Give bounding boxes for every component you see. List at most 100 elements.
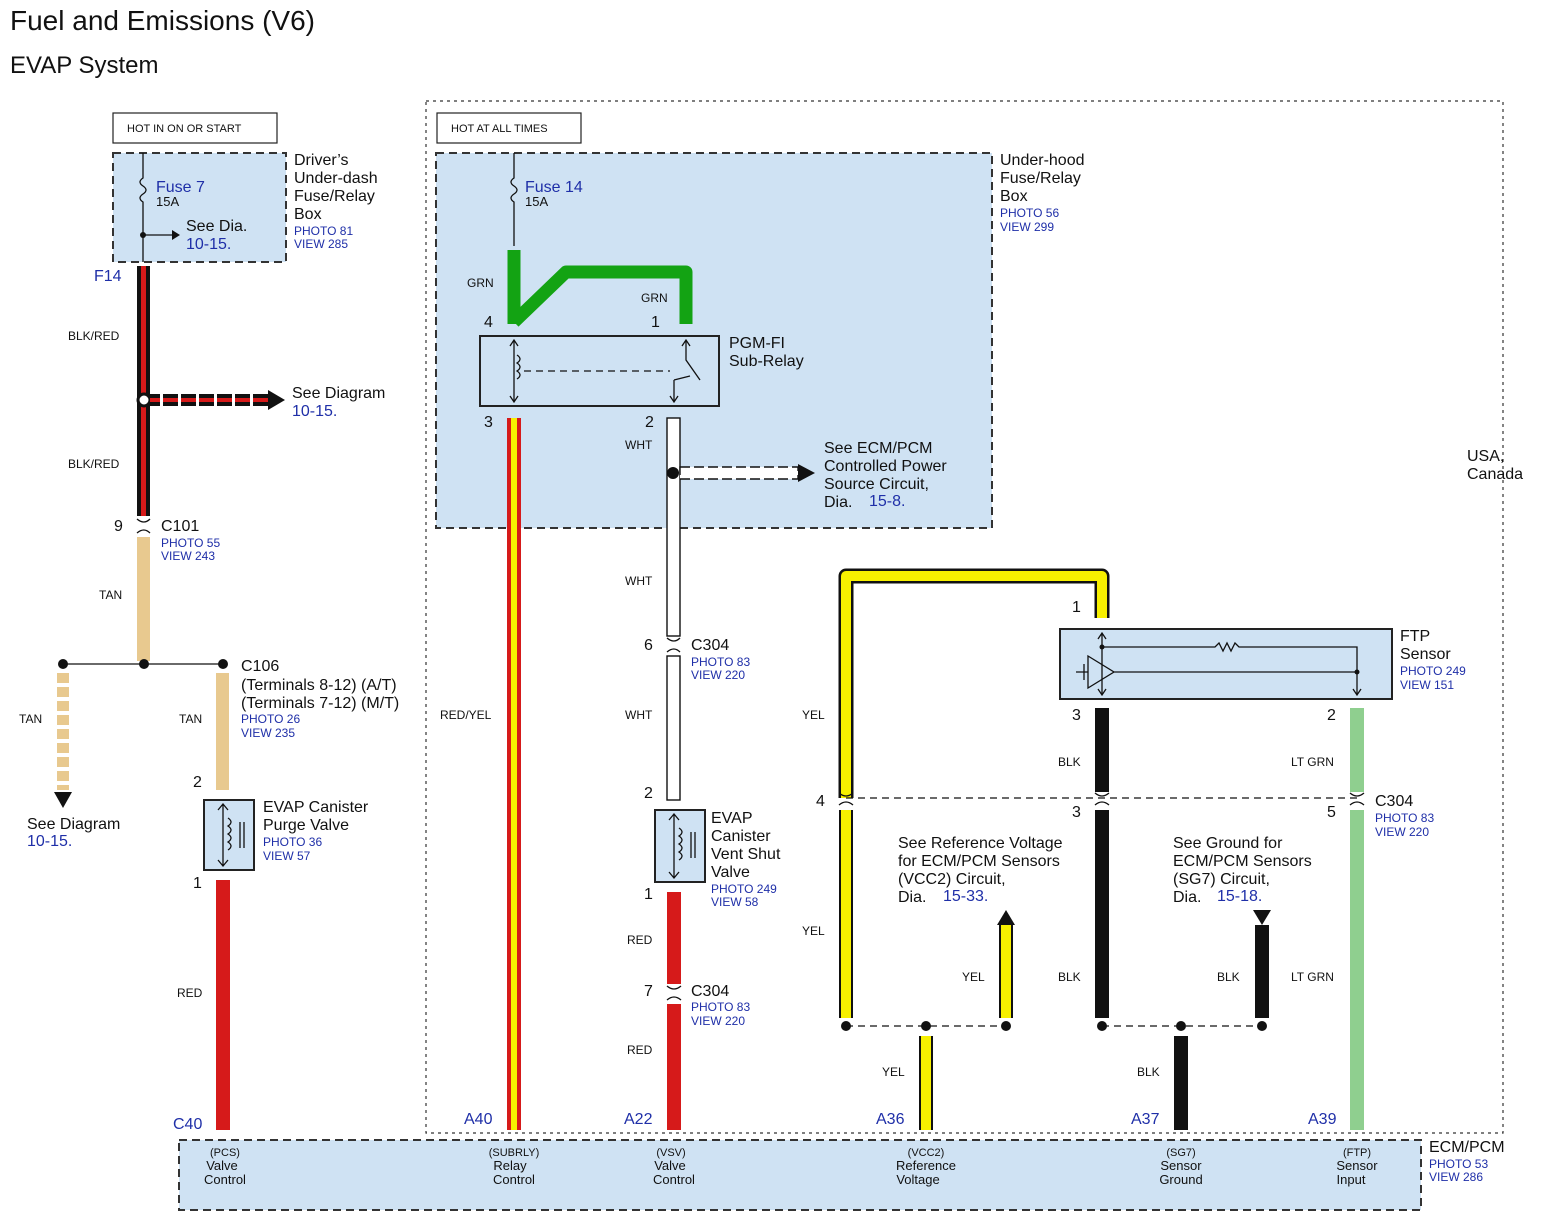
c304-a-name: C304 [691,637,729,654]
ftp-pin-3: 3 [1072,707,1081,724]
see-diagram-1: See Diagram [292,385,385,402]
blk-dot-left [1097,1021,1107,1031]
ftp-amplifier [1076,654,1357,690]
red-wire-vent-1 [667,892,681,984]
c101-view: VIEW 243 [161,549,215,563]
under-hood-photo: PHOTO 56 [1000,206,1059,220]
ecm-name: ECM/PCM [1429,1139,1505,1156]
wire-label-wht-2: WHT [625,574,653,588]
wire-label-tan-3: TAN [179,712,202,726]
ecm-terminal-code: (VSV) [656,1147,685,1159]
ecm-terminal-code: (VCC2) [908,1147,945,1159]
red-wire-vent-2 [667,1004,681,1130]
yel-vcc2-branch [1001,925,1011,1018]
ecm-terminal-a39: A39 (FTP) Sensor Input [1308,1111,1378,1187]
wht-splice [667,467,679,479]
fuse-14-amp: 15A [525,194,548,209]
c304-c-pin-5: 5 [1327,804,1336,821]
wire-label-grn-1: GRN [467,276,494,290]
wire-label-red-yel: RED/YEL [440,708,492,722]
hot-at-all-label: HOT AT ALL TIMES [451,123,548,135]
relay-pin-3: 3 [484,414,493,431]
ecm-terminal-code: (SG7) [1166,1147,1195,1159]
grn-wire [507,250,693,327]
c304-a-photo: PHOTO 83 [691,655,750,669]
vcc2-ref-link: 15-33. [943,888,988,905]
vent-valve-pin-bot: 1 [644,886,653,903]
blk-wire-ecm [1174,1036,1188,1130]
vcc2-arrow [997,910,1015,925]
wire-label-blk-3: BLK [1217,970,1240,984]
yel-wire-low [841,810,851,1018]
c304-b-connector [666,985,682,1001]
blk-sg7-branch [1255,925,1269,1018]
ecm-terminal-l1: Sensor [1160,1158,1202,1173]
purge-valve-arrows [217,802,229,868]
ecm-terminal-id: C40 [173,1116,202,1133]
blk-red-wire-stripe [141,266,146,516]
terminal-f14: F14 [94,268,122,285]
c304-c-photo: PHOTO 83 [1375,811,1434,825]
ftp-sensor [1059,628,1393,700]
wire-label-blk-red-2: BLK/RED [68,457,120,471]
c101-pin: 9 [114,518,123,535]
ecm-terminal-c40: C40 (PCS) Valve Control [173,1116,246,1187]
ecm-terminal-l1: Sensor [1336,1158,1378,1173]
ecm-terminal-id: A36 [876,1111,905,1128]
under-dash-fuse-box [112,152,287,263]
wht-branch [679,466,799,480]
tan-bus-dot-right [218,659,228,669]
tan-branch-arrow [54,792,72,808]
ftp-pin-1: 1 [1072,599,1081,616]
c304-a-pin: 6 [644,637,653,654]
c304-c-name: C304 [1375,793,1413,810]
c106-line2: (Terminals 8-12) (A/T) [241,677,397,694]
blk-red-splice [136,392,152,408]
purge-valve-core [239,822,245,848]
purge-valve-coil [226,817,232,851]
wire-label-ltgrn-2: LT GRN [1291,970,1334,984]
ecm-terminal-l2: Ground [1159,1172,1202,1187]
relay-switch [669,338,701,404]
under-dash-view: VIEW 285 [294,237,348,251]
hot-at-all-box [436,112,582,144]
blk-red-branch-stripe [150,398,268,402]
blk-dot-right [1257,1021,1267,1031]
ecm-terminal-code: (SUBRLY) [489,1147,540,1159]
purge-valve-pin-bot: 1 [193,875,202,892]
wht-wire-1 [666,417,681,637]
wire-label-grn-2: GRN [641,291,668,305]
ftp-resistor [1102,641,1362,697]
ecm-terminal-l2: Control [653,1172,695,1187]
fuse-7-label: Fuse 7 [156,179,205,196]
hot-in-on-label: HOT IN ON OR START [127,123,242,135]
hot-in-on-box [112,112,278,144]
yel-dot-right [1001,1021,1011,1031]
wire-label-wht-1: WHT [625,438,653,452]
yel-dot-mid [921,1021,931,1031]
ecm-terminal-a22: A22 (VSV) Valve Control [624,1111,695,1187]
c304-a-view: VIEW 220 [691,668,745,682]
see-dia-ref: 10-15. [186,236,231,253]
wire-label-wht-3: WHT [625,708,653,722]
c101-name: C101 [161,518,199,535]
ecm-terminal-id: A22 [624,1111,653,1128]
yel-wire-ecm [921,1036,931,1130]
c106-view: VIEW 235 [241,726,295,740]
purge-valve-view: VIEW 57 [263,849,311,863]
sg7-arrow [1253,910,1271,925]
ecm-terminal-code: (FTP) [1343,1147,1371,1159]
c101-photo: PHOTO 55 [161,536,220,550]
ecm-power-ref-link: 15-8. [869,493,905,510]
wht-branch-arrow [798,464,815,482]
see-dia-label: See Dia. [186,218,247,235]
fuse-7-amp: 15A [156,194,179,209]
vent-valve-view: VIEW 58 [711,895,759,909]
ecm-terminal-l1: Valve [654,1158,686,1173]
